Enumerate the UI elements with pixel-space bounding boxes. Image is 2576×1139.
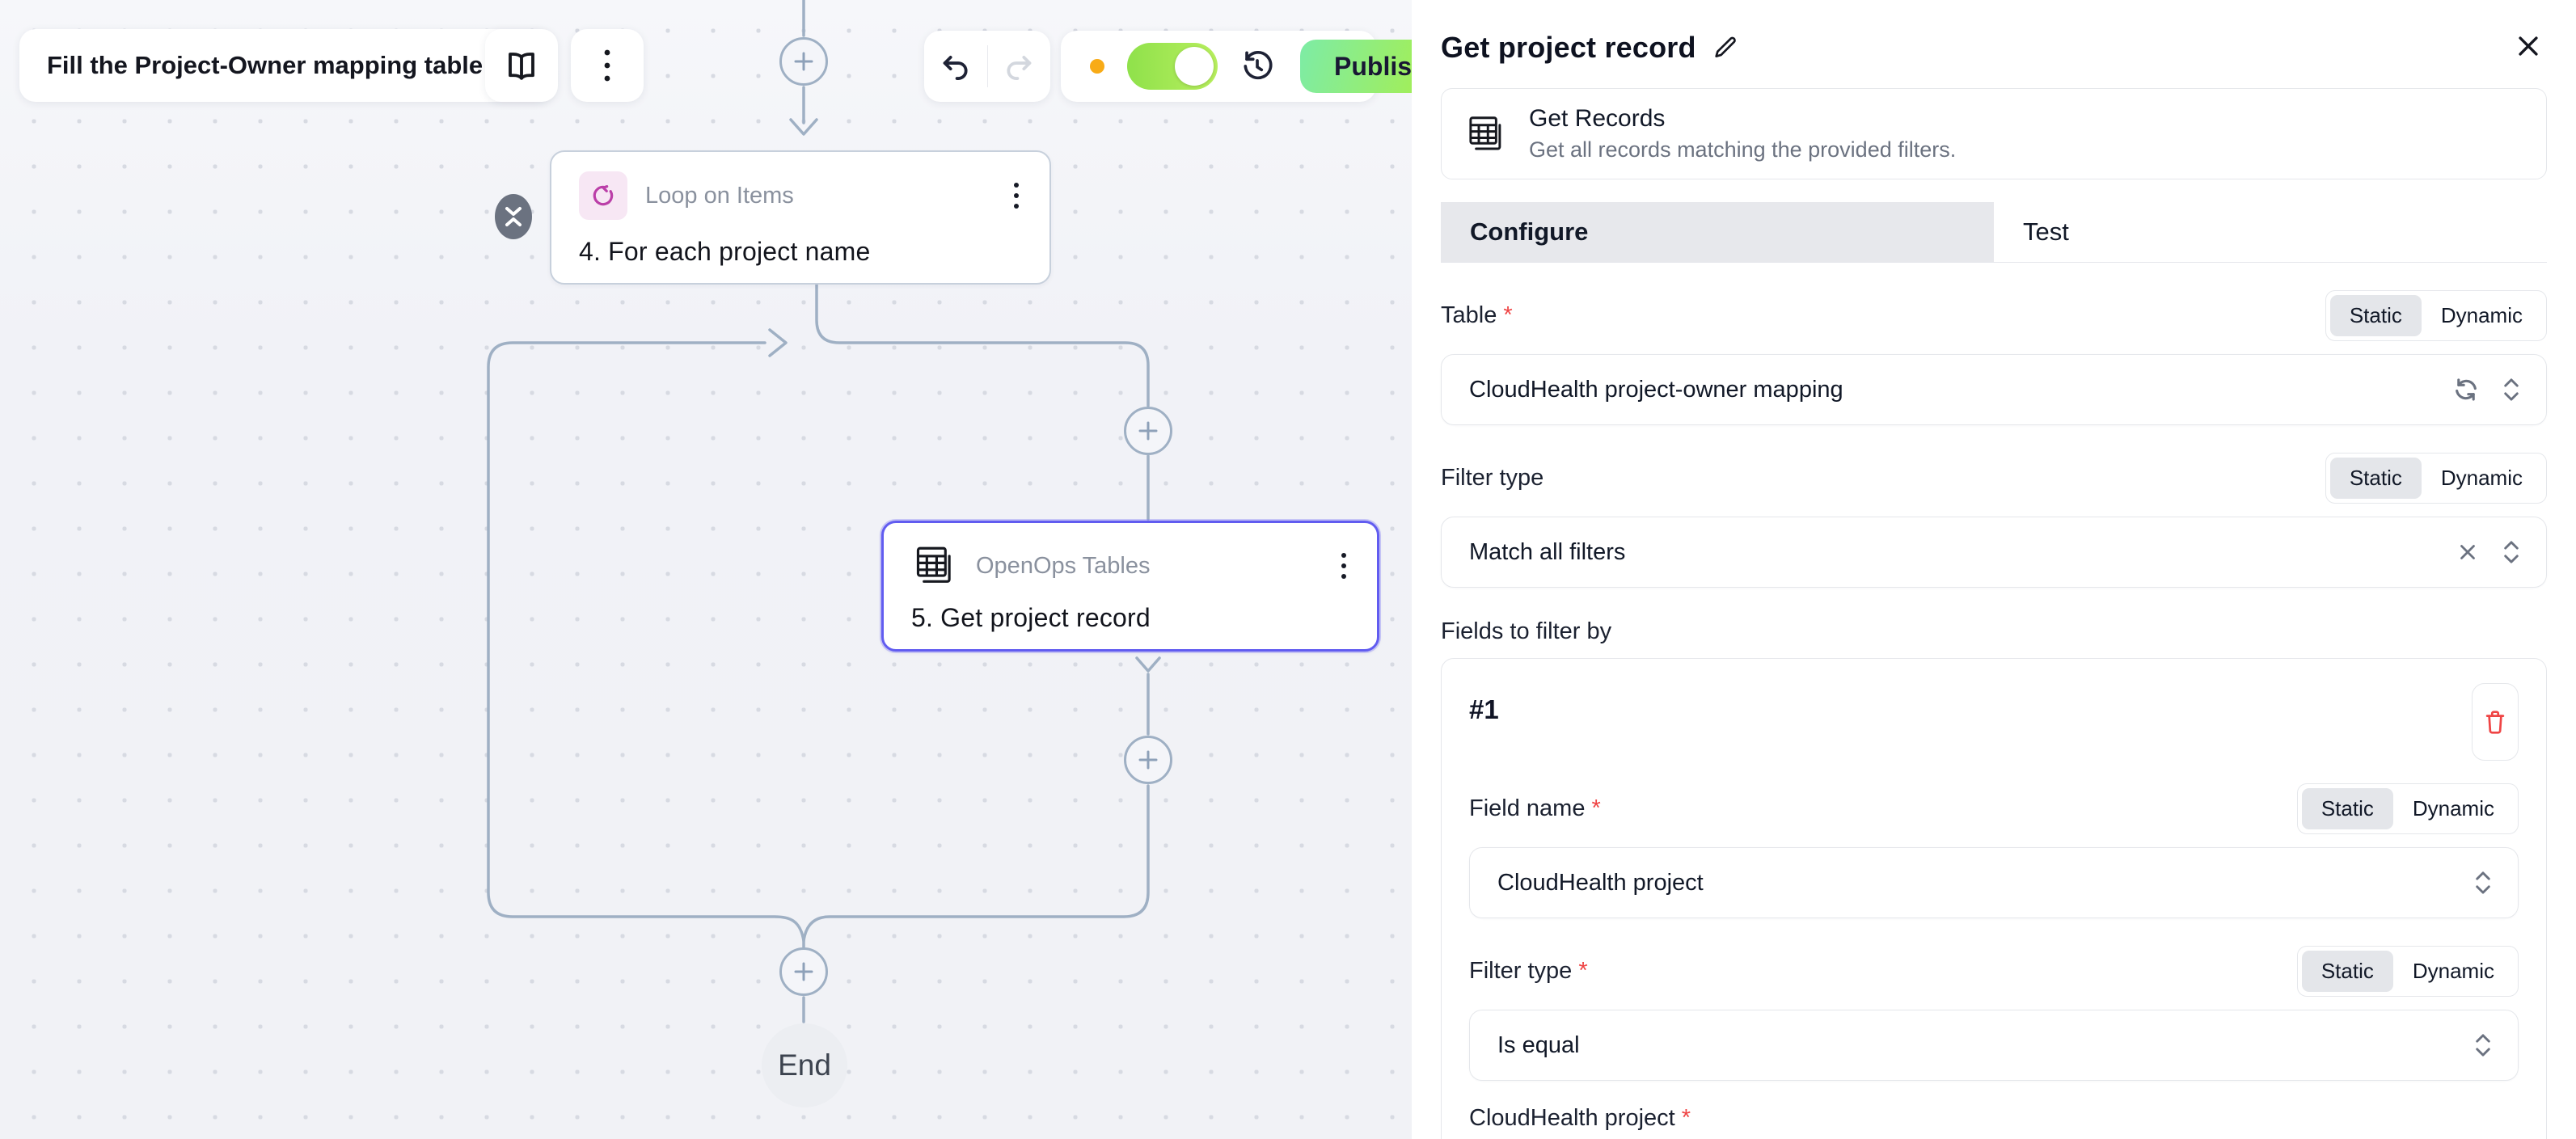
chevrons-up-down-icon (2504, 378, 2519, 401)
field-name-static-dynamic-toggle: Static Dynamic (2296, 783, 2519, 834)
close-icon (2519, 36, 2538, 56)
trash-icon (2485, 711, 2505, 734)
get-records-icon (1464, 112, 1508, 156)
step-title: Get project record (1441, 30, 1696, 64)
refresh-icon[interactable] (2452, 376, 2480, 403)
step-name: 4. For each project name (579, 237, 871, 266)
table-static-dynamic-toggle: Static Dynamic (2325, 290, 2547, 341)
action-description: Get all records matching the provided fi… (1529, 137, 1957, 162)
unsaved-changes-dot (1090, 59, 1104, 74)
static-option[interactable]: Static (2301, 951, 2393, 992)
add-step-button-bottom[interactable] (779, 947, 828, 996)
step-menu-button[interactable] (1011, 178, 1022, 213)
add-step-button-top[interactable] (779, 37, 828, 86)
dynamic-option[interactable]: Dynamic (2412, 959, 2494, 983)
required-marker: * (1503, 302, 1513, 328)
table-select[interactable]: CloudHealth project-owner mapping (1441, 354, 2547, 425)
field-name-select-value: CloudHealth project (1497, 869, 1704, 896)
add-step-button-loop-before[interactable] (1124, 407, 1172, 455)
panel-tabs: Configure Test (1441, 202, 2547, 263)
redo-icon (1007, 56, 1032, 80)
publish-button[interactable]: Publish (1300, 40, 1412, 93)
filter-index-label: #1 (1469, 694, 1499, 724)
step-node-loop[interactable]: Loop on Items 4. For each project name (550, 150, 1051, 285)
collapse-loop-button[interactable] (495, 194, 532, 239)
loop-icon (579, 171, 627, 220)
action-name: Get Records (1529, 105, 1666, 132)
step-name: 5. Get project record (911, 603, 1151, 632)
filter-type-static-dynamic-toggle: Static Dynamic (2325, 453, 2547, 504)
history-controls (924, 31, 1050, 102)
edit-pencil-icon[interactable] (1712, 35, 1738, 61)
item-filter-type-static-dynamic-toggle: Static Dynamic (2296, 946, 2519, 997)
panel-header: Get project record Get Records Get all (1412, 0, 2576, 263)
redo-button[interactable] (988, 31, 1051, 102)
field-name-label: Field name* (1469, 795, 1601, 821)
step-piece-label: Loop on Items (645, 182, 794, 209)
static-option[interactable]: Static (2329, 458, 2422, 499)
chevrons-up-down-icon (2476, 871, 2490, 894)
fields-to-filter-by-label: Fields to filter by (1441, 618, 1612, 644)
flow-wires (487, 0, 1161, 1023)
undo-icon (943, 56, 968, 80)
end-label: End (778, 1048, 831, 1082)
plus-icon (1138, 421, 1158, 441)
action-description-card: Get Records Get all records matching the… (1441, 88, 2547, 179)
filter-type-field-label: Filter type (1441, 465, 1544, 491)
field-name-select[interactable]: CloudHealth project (1469, 847, 2519, 918)
required-marker: * (1578, 958, 1588, 984)
item-filter-type-select[interactable]: Is equal (1469, 1010, 2519, 1081)
step-menu-button[interactable] (1338, 548, 1349, 584)
clear-x-icon[interactable] (2456, 540, 2480, 564)
version-history-button[interactable] (1240, 49, 1274, 83)
toggle-knob (1175, 47, 1214, 86)
flow-canvas[interactable]: Loop on Items 4. For each project name (0, 0, 1412, 1139)
step-node-get-project-record[interactable]: OpenOps Tables 5. Get project record (881, 521, 1379, 652)
table-field-label: Table* (1441, 302, 1513, 328)
plus-icon (1138, 750, 1158, 770)
flow-enabled-toggle[interactable] (1127, 43, 1218, 90)
openops-tables-icon (911, 542, 958, 589)
cloudhealth-project-label: CloudHealth project* (1469, 1105, 1691, 1131)
tab-configure[interactable]: Configure (1441, 202, 1994, 262)
plus-icon (794, 52, 813, 71)
history-icon (1244, 51, 1273, 80)
step-piece-label: OpenOps Tables (976, 552, 1151, 579)
delete-filter-button[interactable] (2472, 683, 2519, 761)
dynamic-option[interactable]: Dynamic (2440, 303, 2523, 327)
static-option[interactable]: Static (2301, 788, 2393, 829)
dynamic-option[interactable]: Dynamic (2412, 796, 2494, 821)
flow-actions-menu-button[interactable] (571, 29, 644, 102)
dynamic-option[interactable]: Dynamic (2440, 466, 2523, 490)
required-marker: * (1591, 795, 1601, 821)
filter-item-card: #1 Field name* Static Dynamic (1441, 658, 2547, 1139)
configure-form: Table* Static Dynamic CloudHealth projec… (1412, 263, 2576, 1139)
flow-end-node: End (762, 1023, 847, 1107)
item-filter-type-select-value: Is equal (1497, 1031, 1580, 1058)
chevrons-up-down-icon (2476, 1034, 2490, 1057)
step-settings-panel: Get project record Get Records Get all (1412, 0, 2576, 1139)
book-icon (509, 53, 534, 80)
chevrons-up-down-icon (2504, 541, 2519, 563)
collapse-icon (505, 207, 522, 226)
required-marker: * (1681, 1105, 1691, 1131)
kebab-icon (604, 49, 610, 82)
publish-controls: Publish (1061, 31, 1412, 102)
flow-name-dropdown[interactable]: Fill the Project-Owner mapping table (19, 29, 553, 102)
docs-button[interactable] (485, 29, 558, 102)
tab-test[interactable]: Test (2023, 217, 2069, 246)
add-step-button-loop-after[interactable] (1124, 736, 1172, 784)
static-option[interactable]: Static (2329, 295, 2422, 336)
filter-type-select[interactable]: Match all filters (1441, 517, 2547, 588)
table-select-value: CloudHealth project-owner mapping (1469, 376, 1843, 403)
filter-type-select-value: Match all filters (1469, 538, 1626, 565)
plus-icon (794, 962, 813, 981)
toolbar-divider (986, 45, 988, 87)
item-filter-type-label: Filter type* (1469, 958, 1588, 984)
close-panel-button[interactable] (2510, 27, 2547, 67)
undo-button[interactable] (924, 31, 987, 102)
flow-name: Fill the Project-Owner mapping table (47, 51, 484, 79)
